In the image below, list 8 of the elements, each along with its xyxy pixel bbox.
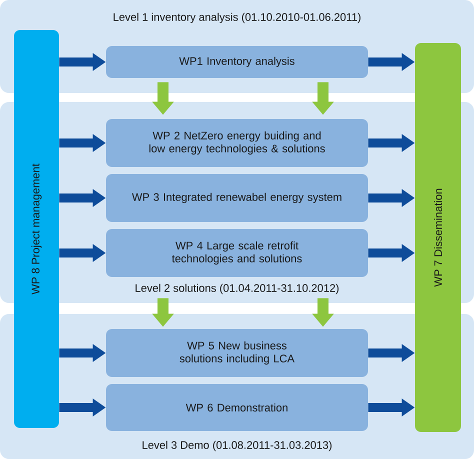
process-box: WP1 Inventory analysis <box>106 46 368 78</box>
process-box: WP 6 Demonstration <box>106 384 368 431</box>
process-box: WP 4 Large scale retrofit technologies and solutions <box>106 229 368 277</box>
bar: WP 8 Project management <box>14 30 59 428</box>
process-box: WP 2 NetZero energy buiding and low energy technologies & solutions <box>106 119 368 167</box>
bar: WP 7 Dissemination <box>415 43 461 432</box>
process-box: WP 5 New business solutions including LCA <box>106 329 368 377</box>
process-box: WP 3 Integrated renewabel energy system <box>106 174 368 222</box>
